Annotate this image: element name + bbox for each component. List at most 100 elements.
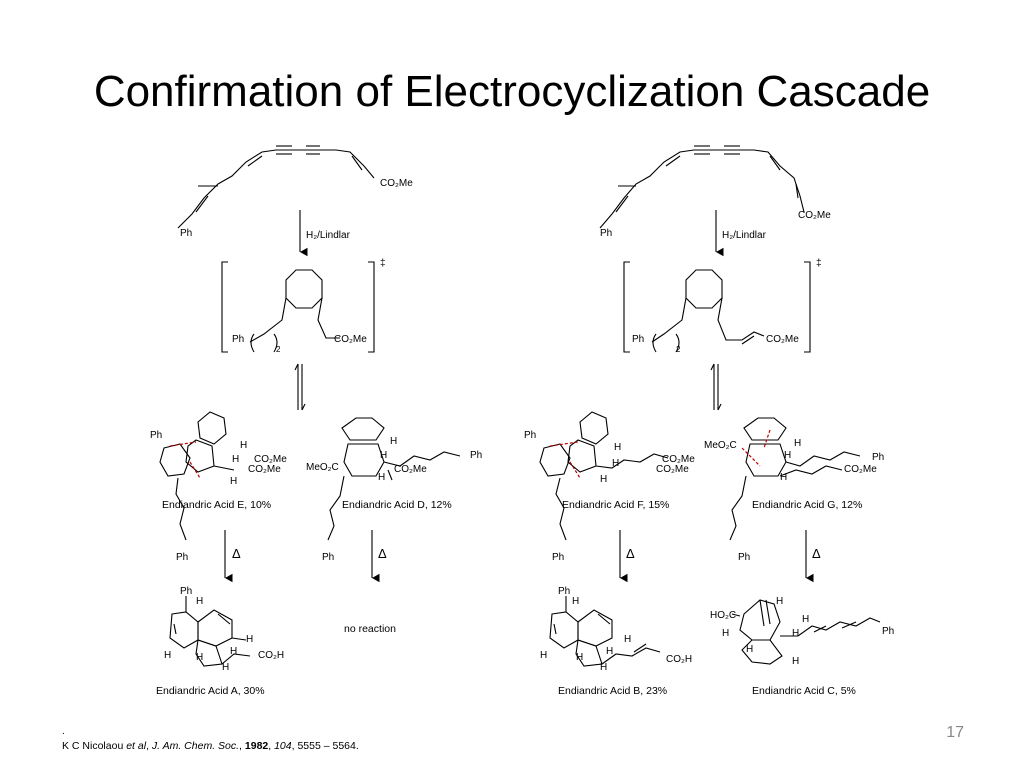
h-label: H [222, 662, 229, 673]
h-label: H [722, 628, 729, 639]
ph-label: Ph [738, 552, 750, 563]
ph-label: Ph [150, 430, 162, 441]
structure-acid-d [327, 417, 461, 541]
compound-label-acid-a: Endiandric Acid A, 30% [156, 685, 265, 697]
co2h-label: CO₂H [258, 650, 284, 661]
ph-label: Ph [176, 552, 188, 563]
h-label: H [746, 644, 753, 655]
compound-label-acid-d: Endiandric Acid D, 12% [342, 499, 452, 511]
delta-label: Δ [626, 546, 635, 561]
h-label: H [600, 662, 607, 673]
delta-label: Δ [378, 546, 387, 561]
citation-journal: J. Am. Chem. Soc. [151, 740, 240, 752]
h-label: H [390, 436, 397, 447]
compound-label-acid-c: Endiandric Acid C, 5% [752, 685, 856, 697]
citation-year: 1982 [244, 740, 269, 752]
ph-label: Ph [232, 334, 244, 345]
co2me-label: CO₂Me [662, 454, 695, 465]
equilibrium-arrows-right [710, 363, 722, 411]
slide-title: Confirmation of Electrocyclization Casca… [93, 67, 931, 116]
ph-label: Ph [600, 228, 612, 239]
co2h-label: CO₂H [666, 654, 692, 665]
h-label: H [780, 472, 787, 483]
delta-label: Δ [232, 546, 241, 561]
cyclooctatetraene-left [221, 261, 375, 353]
co2me-label: CO₂Me [656, 464, 689, 475]
h-label: H [576, 652, 583, 663]
h2-lindlar-label: H₂/Lindlar [722, 230, 767, 241]
h-label: H [196, 652, 203, 663]
h-label: H [600, 474, 607, 485]
subscript-2: 2 [276, 345, 281, 354]
h-label: H [246, 634, 253, 645]
citation-pages: 5555 – 5564. [297, 740, 359, 752]
citation: K C Nicolaou et al, J. Am. Chem. Soc., 1… [62, 740, 359, 752]
h-label: H [230, 476, 237, 487]
h-label: H [232, 454, 239, 465]
co2me-label: CO₂Me [844, 464, 877, 475]
h-label: H [572, 596, 579, 607]
ph-label: Ph [180, 228, 192, 239]
co2me-label: CO₂Me [254, 454, 287, 465]
co2me-label: CO₂Me [334, 334, 367, 345]
ph-label: Ph [524, 430, 536, 441]
compound-label-acid-f: Endiandric Acid F, 15% [562, 499, 669, 511]
ph-label: Ph [882, 626, 894, 637]
h-label: H [792, 628, 799, 639]
delta-label: Δ [812, 546, 821, 561]
structure-acid-a [169, 596, 251, 667]
compound-label-acid-e: Endiandric Acid E, 10% [162, 499, 271, 511]
footnote-dot: . [62, 726, 65, 737]
subscript-2: 2 [676, 345, 681, 354]
h-label: H [784, 450, 791, 461]
dagger: ‡ [816, 258, 822, 269]
ph-label: Ph [180, 586, 192, 597]
structure-acid-c [731, 599, 881, 665]
structure-acid-g [729, 417, 861, 541]
structure-acid-b [549, 596, 661, 667]
ph-label: Ph [552, 552, 564, 563]
polyene-right [599, 145, 805, 229]
h-label: H [794, 438, 801, 449]
h-label: H [776, 596, 783, 607]
ph-label: Ph [322, 552, 334, 563]
dagger: ‡ [380, 258, 386, 269]
citation-authors: K C Nicolaou [62, 740, 127, 752]
co2me-label: CO₂Me [394, 464, 427, 475]
h-label: H [230, 646, 237, 657]
co2me-label: CO₂Me [248, 464, 281, 475]
ho2c-label: HO₂C [710, 610, 736, 621]
h-label: H [378, 472, 385, 483]
structure-acid-e [159, 411, 235, 541]
citation-volume: 104 [274, 740, 292, 752]
page-number: 17 [946, 724, 964, 741]
ph-label: Ph [558, 586, 570, 597]
co2me-label: CO₂Me [380, 178, 413, 189]
citation-etal: et al [126, 740, 147, 752]
ph-label: Ph [872, 452, 884, 463]
cyclooctatetraene-right [623, 261, 811, 353]
h-label: H [802, 614, 809, 625]
compound-label-acid-b: Endiandric Acid B, 23% [558, 685, 667, 697]
h-label: H [792, 656, 799, 667]
h-label: H [612, 458, 619, 469]
h-label: H [624, 634, 631, 645]
no-reaction-label: no reaction [344, 623, 396, 635]
polyene-left [177, 145, 375, 229]
meo2c-label: MeO₂C [704, 440, 737, 451]
compound-label-acid-g: Endiandric Acid G, 12% [752, 499, 862, 511]
h-label: H [240, 440, 247, 451]
h-label: H [164, 650, 171, 661]
h2-lindlar-label: H₂/Lindlar [306, 230, 351, 241]
h-label: H [540, 650, 547, 661]
ph-label: Ph [632, 334, 644, 345]
h-label: H [606, 646, 613, 657]
meo2c-label: MeO₂C [306, 462, 339, 473]
ph-label: Ph [470, 450, 482, 461]
equilibrium-arrows-left [294, 363, 306, 411]
h-label: H [614, 442, 621, 453]
h-label: H [380, 450, 387, 461]
co2me-label: CO₂Me [798, 210, 831, 221]
structure-acid-f [539, 411, 669, 541]
